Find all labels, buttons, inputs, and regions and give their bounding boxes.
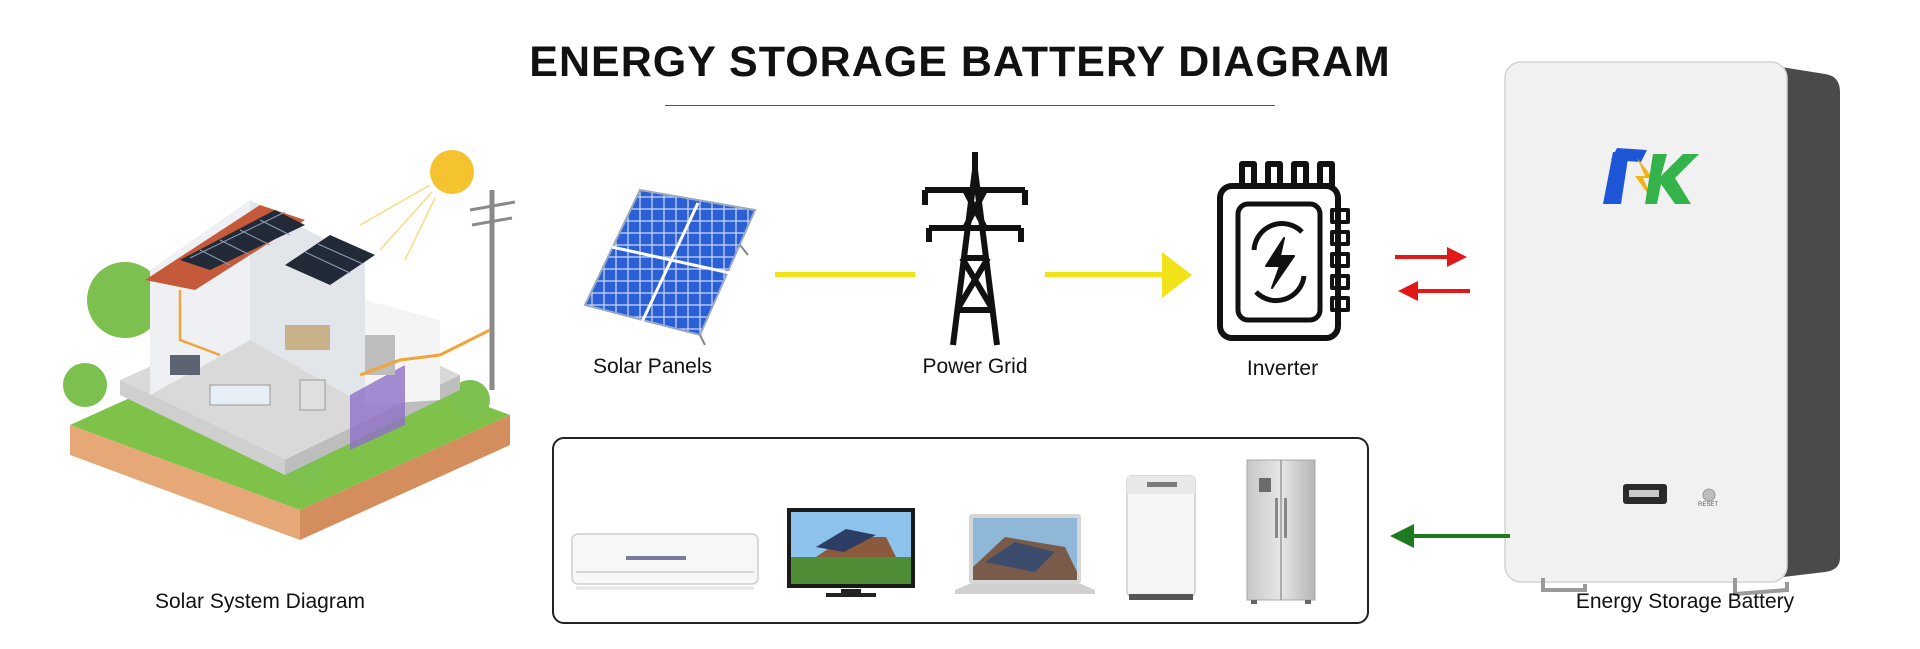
laptop-icon — [955, 512, 1095, 602]
page-title: ENERGY STORAGE BATTERY DIAGRAM — [529, 38, 1391, 86]
reset-button-label: RESET — [1697, 502, 1718, 508]
flow-arrow-grid-to-inverter — [1045, 272, 1170, 277]
solar-panels-icon — [580, 185, 760, 346]
power-tower-icon — [915, 150, 1035, 350]
brand-logo-icon — [1603, 148, 1699, 204]
power-grid-label: Power Grid — [922, 355, 1028, 378]
solar-panels-label: Solar Panels — [592, 355, 713, 378]
energy-storage-battery — [1504, 58, 1850, 598]
battery-label: Energy Storage Battery — [1575, 590, 1795, 613]
solar-house-illustration — [60, 140, 530, 560]
arrow-right-icon — [1447, 247, 1467, 267]
flow-arrow-battery-to-appliances — [1390, 522, 1510, 550]
bidirectional-arrows — [1395, 245, 1470, 305]
solar-system-label: Solar System Diagram — [154, 590, 366, 613]
air-conditioner-icon — [570, 530, 760, 595]
title-divider — [665, 105, 1275, 106]
inverter-label: Inverter — [1246, 357, 1319, 380]
sun-icon — [430, 150, 474, 194]
inverter-icon — [1212, 160, 1352, 345]
washing-machine-icon — [1125, 472, 1197, 602]
flow-line-panels-to-grid — [775, 272, 915, 277]
flow-arrowhead-yellow — [1162, 252, 1192, 298]
arrow-left-icon — [1398, 281, 1418, 301]
refrigerator-icon — [1245, 458, 1317, 606]
arrow-left-icon — [1390, 524, 1414, 548]
television-icon — [786, 507, 916, 599]
brand-logo-text: TK — [1601, 170, 1681, 190]
